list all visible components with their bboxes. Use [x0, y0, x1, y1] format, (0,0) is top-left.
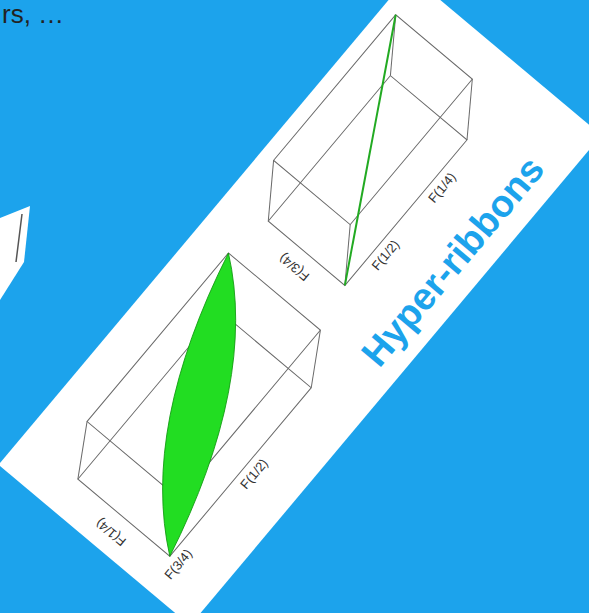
ribbon-surface — [55, 253, 343, 556]
axis-label: F(1/4) — [426, 170, 460, 206]
box-back-face — [274, 15, 473, 225]
partial-panel — [0, 206, 30, 300]
lower-box-wireframe — [55, 253, 343, 556]
box-edge — [440, 79, 499, 140]
axis-label: F(1/2) — [238, 456, 272, 492]
partial-box-edge — [16, 214, 22, 262]
axis-label: F(1/2) — [369, 238, 403, 274]
box-edge — [288, 330, 343, 388]
axis-label: F(1/4) — [93, 515, 129, 549]
box-edge — [241, 160, 300, 221]
axis-label: F(3/4) — [162, 547, 196, 583]
box-edge — [55, 422, 110, 480]
cut-off-heading: rs, … — [2, 0, 64, 30]
